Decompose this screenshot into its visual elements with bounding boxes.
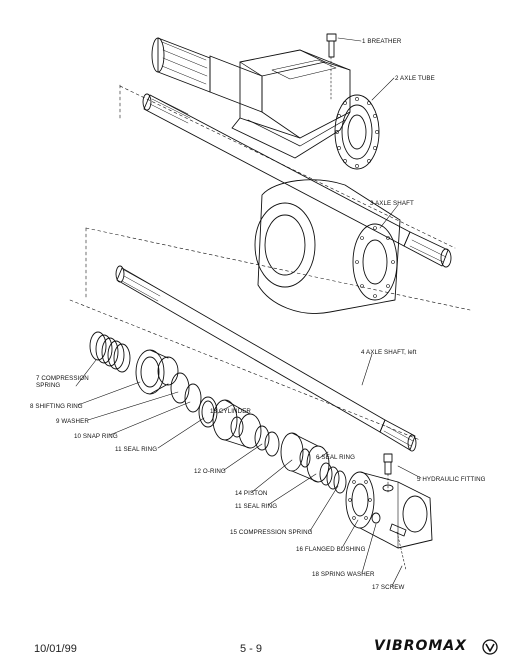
- label-spring-washer: 18 SPRING WASHER: [312, 571, 375, 578]
- cylinder-part: [212, 399, 262, 449]
- label-seal-ring-11a: 11 SEAL RING: [115, 446, 157, 453]
- exploded-parts-diagram: 1 BREATHER 2 AXLE TUBE 3 AXLE SHAFT 4 AX…: [30, 33, 486, 591]
- label-compression-spring-15: 15 COMPRESSION SPRING: [230, 529, 313, 536]
- label-o-ring: 12 O-RING: [194, 468, 226, 475]
- label-axle-shaft-left: 4 AXLE SHAFT, left: [361, 349, 417, 356]
- label-hydraulic-fitting: 5 HYDRAULIC FITTING: [417, 476, 486, 483]
- label-seal-ring-6: 6 SEAL RING: [316, 454, 355, 461]
- axle-shaft-part: [142, 93, 452, 268]
- label-washer: 9 WASHER: [56, 418, 89, 425]
- spring-washer-part: [371, 512, 381, 524]
- washer-part: [170, 372, 190, 404]
- guide-lines: [69, 84, 471, 441]
- label-compression-spring-7: 7 COMPRESSION: [36, 375, 89, 382]
- label-piston: 14 PISTON: [235, 490, 267, 497]
- screw-part: [389, 523, 407, 571]
- label-cylinder: 13 CYLINDER: [210, 408, 251, 415]
- axle-tube-part: [151, 33, 380, 170]
- label-axle-tube: 2 AXLE TUBE: [395, 75, 435, 82]
- flanged-bushing-part: [345, 471, 433, 549]
- hydraulic-fitting-part: [382, 453, 394, 493]
- label-snap-ring: 10 SNAP RING: [74, 433, 118, 440]
- axle-shaft-left-part: [115, 265, 417, 452]
- label-seal-ring-11b: 11 SEAL RING: [235, 503, 277, 510]
- snap-ring-part: [184, 383, 202, 413]
- center-housing: [254, 179, 401, 314]
- label-breather: 1 BREATHER: [362, 38, 402, 45]
- compression-spring-part: [89, 331, 131, 373]
- label-compression-spring-7-cont: SPRING: [36, 382, 60, 389]
- vibromax-logo-icon: [482, 639, 498, 655]
- label-axle-shaft: 3 AXLE SHAFT: [370, 200, 414, 207]
- o-ring-part: [254, 425, 280, 457]
- shifting-ring-part: [135, 349, 179, 395]
- footer-page-number: 5 - 9: [240, 643, 263, 655]
- footer-date: 10/01/99: [34, 643, 77, 655]
- compression-spring-15-part: [319, 462, 347, 494]
- label-flanged-bushing: 16 FLANGED BUSHING: [296, 546, 366, 553]
- label-screw: 17 SCREW: [372, 584, 404, 591]
- brand-logo-text: VIBROMAX: [374, 638, 467, 654]
- label-shifting-ring: 8 SHIFTING RING: [30, 403, 83, 410]
